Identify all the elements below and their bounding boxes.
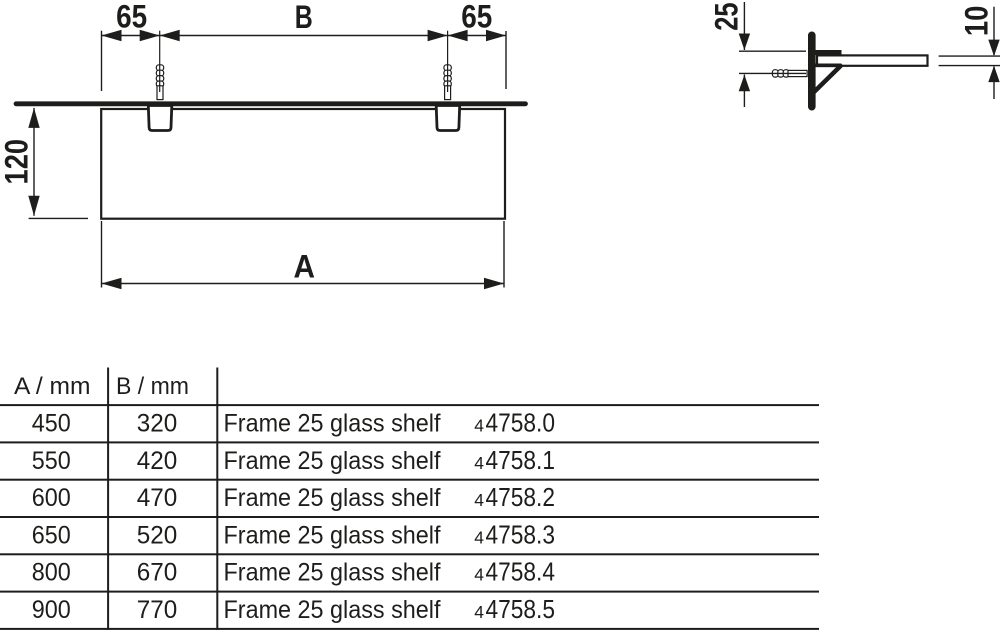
svg-text:4758.2: 4758.2 [486,482,556,512]
svg-text:420: 420 [137,447,178,475]
svg-text:600: 600 [32,484,71,512]
svg-text:4758.1: 4758.1 [486,445,556,475]
svg-text:10: 10 [959,6,995,37]
svg-text:Frame 25 glass shelf: Frame 25 glass shelf [224,521,441,549]
svg-text:4: 4 [474,565,484,585]
svg-text:670: 670 [137,559,178,587]
svg-text:Frame 25 glass shelf: Frame 25 glass shelf [224,559,441,587]
svg-text:B: B [295,0,313,35]
svg-text:650: 650 [32,521,71,549]
svg-text:Frame 25 glass shelf: Frame 25 glass shelf [224,410,441,438]
svg-text:Frame 25 glass shelf: Frame 25 glass shelf [224,596,441,624]
svg-text:Frame 25 glass shelf: Frame 25 glass shelf [224,447,441,475]
svg-text:A: A [294,248,316,284]
svg-text:65: 65 [461,0,492,35]
svg-text:25: 25 [709,2,745,30]
svg-text:120: 120 [0,139,35,185]
svg-text:Frame 25 glass shelf: Frame 25 glass shelf [224,484,441,512]
svg-text:4: 4 [474,453,484,473]
svg-text:520: 520 [137,521,178,549]
svg-text:450: 450 [32,410,71,438]
svg-text:4: 4 [474,602,484,622]
svg-text:4758.5: 4758.5 [486,594,556,624]
svg-text:A / mm: A / mm [14,373,91,400]
svg-text:550: 550 [32,447,71,475]
svg-text:900: 900 [32,596,71,624]
svg-text:4: 4 [474,527,484,547]
svg-text:4758.0: 4758.0 [486,408,556,438]
svg-text:4758.4: 4758.4 [486,557,556,587]
svg-text:4: 4 [474,416,484,436]
svg-text:65: 65 [116,0,147,35]
svg-text:B / mm: B / mm [116,373,189,400]
svg-text:470: 470 [137,484,178,512]
svg-text:770: 770 [137,596,178,624]
svg-text:320: 320 [137,410,178,438]
svg-text:4758.3: 4758.3 [486,519,556,549]
svg-text:800: 800 [32,559,71,587]
svg-text:4: 4 [474,490,484,510]
